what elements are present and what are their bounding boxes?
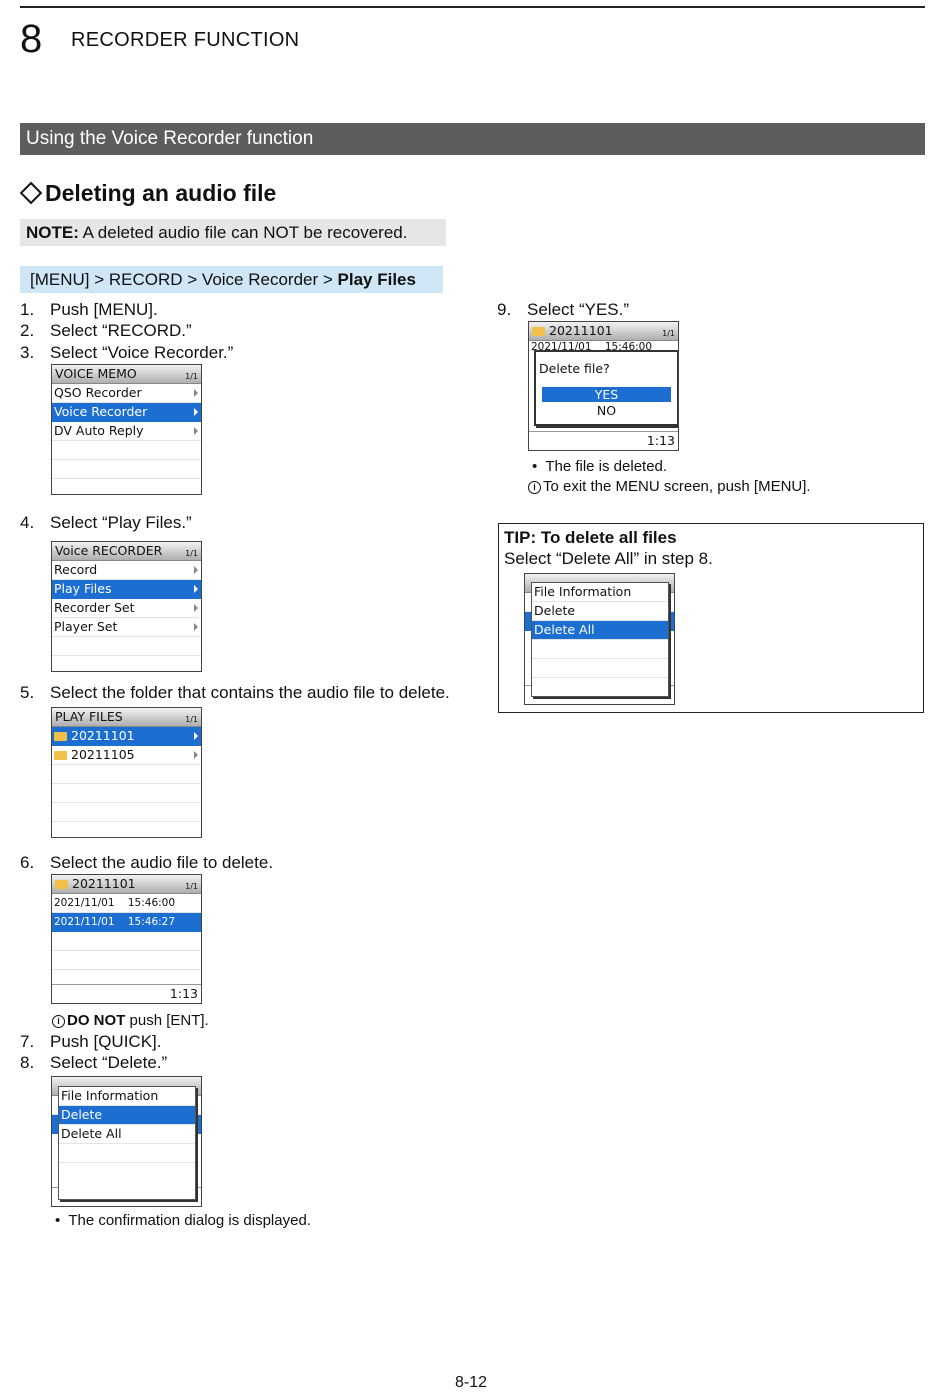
note-label: NOTE: [26,223,79,242]
menu-path: [MENU] > RECORD > Voice Recorder > Play … [20,266,443,293]
quick-item-delete[interactable]: Delete [59,1106,195,1125]
section-title: Using the Voice Recorder function [20,123,925,155]
page-number: 8-12 [455,1374,488,1391]
arrow-right-icon [194,623,198,631]
diamond-icon [19,182,43,205]
menu-item-recorder-set[interactable]: Recorder Set [52,599,201,618]
menu-item-player-set[interactable]: Player Set [52,618,201,637]
file-item-2[interactable]: 2021/11/01 15:46:27 [52,913,201,932]
arrow-right-icon [194,408,198,416]
step-2: 2.Select “RECORD.” [20,321,192,340]
menu-item-qso-recorder[interactable]: QSO Recorder [52,384,201,403]
top-rule [20,6,925,8]
arrow-right-icon [194,751,198,759]
screen-quick-menu-delete-all: File Information Delete Delete All [524,573,675,705]
tip-text: Select “Delete All” in step 8. [504,549,713,568]
delete-dialog: Delete file? YES NO [534,350,678,426]
dialog-question: Delete file? [539,361,610,376]
step-1: 1.Push [MENU]. [20,300,158,319]
tip-box: TIP: To delete all files Select “Delete … [498,523,924,713]
folder-icon [54,751,67,760]
quick-item-delete-all[interactable]: Delete All [532,621,668,640]
quick-menu-popup: File Information Delete Delete All [531,582,669,697]
quick-item-delete[interactable]: Delete [532,602,668,621]
menu-item-dv-auto-reply[interactable]: DV Auto Reply [52,422,201,441]
folder-icon [532,327,545,336]
step-3: 3.Select “Voice Recorder.” [20,343,234,362]
folder-icon [55,880,68,889]
arrow-right-icon [194,732,198,740]
menu-path-prefix: [MENU] > RECORD > Voice Recorder > [30,270,338,289]
arrow-right-icon [194,427,198,435]
menu-item-voice-recorder[interactable]: Voice Recorder [52,403,201,422]
quick-item-file-information[interactable]: File Information [59,1087,195,1106]
info-icon: i [528,481,541,494]
step-6: 6.Select the audio file to delete. [20,853,274,872]
step-8-bullet: • The confirmation dialog is displayed. [55,1212,311,1229]
menu-path-last: Play Files [337,270,416,289]
no-button[interactable]: NO [596,403,617,418]
step-4: 4.Select “Play Files.” [20,513,192,532]
step-7: 7.Push [QUICK]. [20,1032,162,1051]
info-icon: i [52,1015,65,1028]
quick-item-delete-all[interactable]: Delete All [59,1125,195,1144]
time-readout: 1:13 [646,433,675,448]
arrow-right-icon [194,604,198,612]
tip-title: TIP: To delete all files [504,528,677,547]
screen-quick-menu: File Information Delete Delete All [51,1076,202,1207]
step-9-bullet: • The file is deleted. [532,458,668,475]
quick-menu-popup: File Information Delete Delete All [58,1086,196,1200]
chapter-number: 8 [20,17,43,61]
step-8: 8.Select “Delete.” [20,1053,168,1072]
step-9: 9.Select “YES.” [497,300,630,319]
folder-item-20211101[interactable]: 20211101 [52,727,201,746]
step-5: 5.Select the folder that contains the au… [20,683,450,702]
chapter-title: RECORDER FUNCTION [71,29,300,51]
menu-item-play-files[interactable]: Play Files [52,580,201,599]
note-box: NOTE: A deleted audio file can NOT be re… [20,219,446,246]
folder-icon [54,732,67,741]
arrow-right-icon [194,389,198,397]
arrow-right-icon [194,566,198,574]
quick-item-file-information[interactable]: File Information [532,583,668,602]
arrow-right-icon [194,585,198,593]
heading-text: Deleting an audio file [45,180,277,206]
note-text: A deleted audio file can NOT be recovere… [78,223,408,242]
file-item-1[interactable]: 2021/11/01 15:46:00 [52,894,201,913]
time-readout: 1:13 [169,986,198,1001]
page-heading: Deleting an audio file [19,180,277,207]
menu-item-record[interactable]: Record [52,561,201,580]
folder-item-20211105[interactable]: 20211105 [52,746,201,765]
yes-button[interactable]: YES [542,387,671,402]
